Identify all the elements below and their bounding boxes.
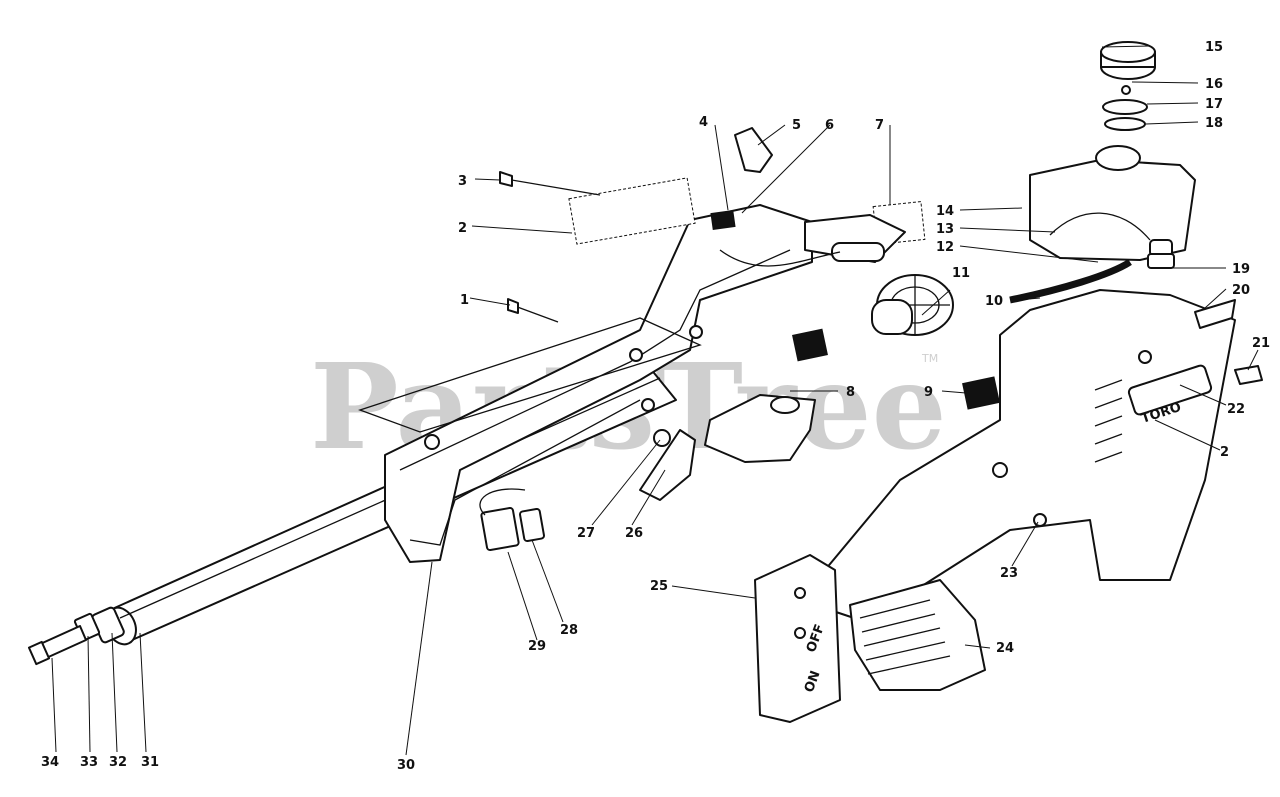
watermark-trademark: TM (921, 352, 938, 365)
leader-lines (51, 45, 1259, 756)
vent-valve-16 (1121, 85, 1131, 95)
callout-4: 4 (699, 115, 708, 130)
part-9-block-right (962, 376, 1000, 410)
spark-plug-boot (734, 127, 773, 173)
callout-16: 16 (1205, 77, 1223, 92)
callout-33: 33 (80, 755, 98, 770)
ignition-coil (831, 242, 885, 262)
callout-7: 7 (875, 118, 884, 133)
fuel-line (1009, 259, 1132, 304)
callout-9: 9 (924, 385, 933, 400)
left-housing-half (384, 204, 813, 563)
callout-10: 10 (985, 294, 1003, 309)
gasket-17 (1102, 99, 1148, 115)
ignition-wire (719, 249, 841, 267)
ignition-rotor (871, 274, 954, 336)
callout-2: 2 (458, 221, 467, 236)
callout-19: 19 (1232, 262, 1250, 277)
fuel-cap (1100, 41, 1156, 80)
housing-outline (358, 317, 702, 433)
right-housing-half: TORO (799, 289, 1236, 621)
callout-31: 31 (141, 755, 159, 770)
callout-12: 12 (936, 240, 954, 255)
throttle-lever (639, 429, 696, 501)
switch-29 (480, 506, 520, 552)
clip-21 (1234, 365, 1263, 385)
decal-2 (568, 177, 696, 245)
callout-32: 32 (109, 755, 127, 770)
gasket-18 (1104, 117, 1146, 131)
callout-17: 17 (1205, 97, 1223, 112)
callout-25: 25 (650, 579, 668, 594)
shaft-end-assembly (27, 606, 125, 666)
callout-labels: 1 2 2 3 4 5 6 7 8 9 10 11 12 13 14 15 16… (41, 40, 1270, 773)
callout-27: 27 (577, 526, 595, 541)
switch-on-text: ON (802, 669, 824, 695)
callout-20: 20 (1232, 283, 1250, 298)
callout-11: 11 (952, 266, 970, 281)
part-9-block (792, 328, 828, 362)
screw-1 (507, 298, 559, 323)
callout-21: 21 (1252, 336, 1270, 351)
callout-1: 1 (460, 293, 469, 308)
callout-24: 24 (996, 641, 1014, 656)
switch-wire (479, 488, 526, 516)
fuel-tank (1029, 145, 1196, 261)
callout-29: 29 (528, 639, 546, 654)
mounting-bracket (704, 394, 816, 463)
callout-30: 30 (397, 758, 415, 773)
callout-22: 22 (1227, 402, 1245, 417)
callout-28: 28 (560, 623, 578, 638)
callout-18: 18 (1205, 116, 1223, 131)
callout-14: 14 (936, 204, 954, 219)
fuel-fitting (1147, 253, 1175, 269)
screw-3 (499, 171, 601, 196)
switch-clip-28 (519, 507, 545, 543)
switch-plate: OFF ON (754, 554, 841, 723)
callout-34: 34 (41, 755, 59, 770)
callout-13: 13 (936, 222, 954, 237)
callout-26: 26 (625, 526, 643, 541)
grommet (710, 209, 736, 231)
clip-20 (1194, 299, 1236, 329)
callout-3: 3 (458, 174, 467, 189)
callout-23: 23 (1000, 566, 1018, 581)
callout-8: 8 (846, 385, 855, 400)
callout-2b: 2 (1220, 445, 1229, 460)
vent-shroud (849, 579, 986, 691)
callout-15: 15 (1205, 40, 1223, 55)
callout-5: 5 (792, 118, 801, 133)
callout-6: 6 (825, 118, 834, 133)
